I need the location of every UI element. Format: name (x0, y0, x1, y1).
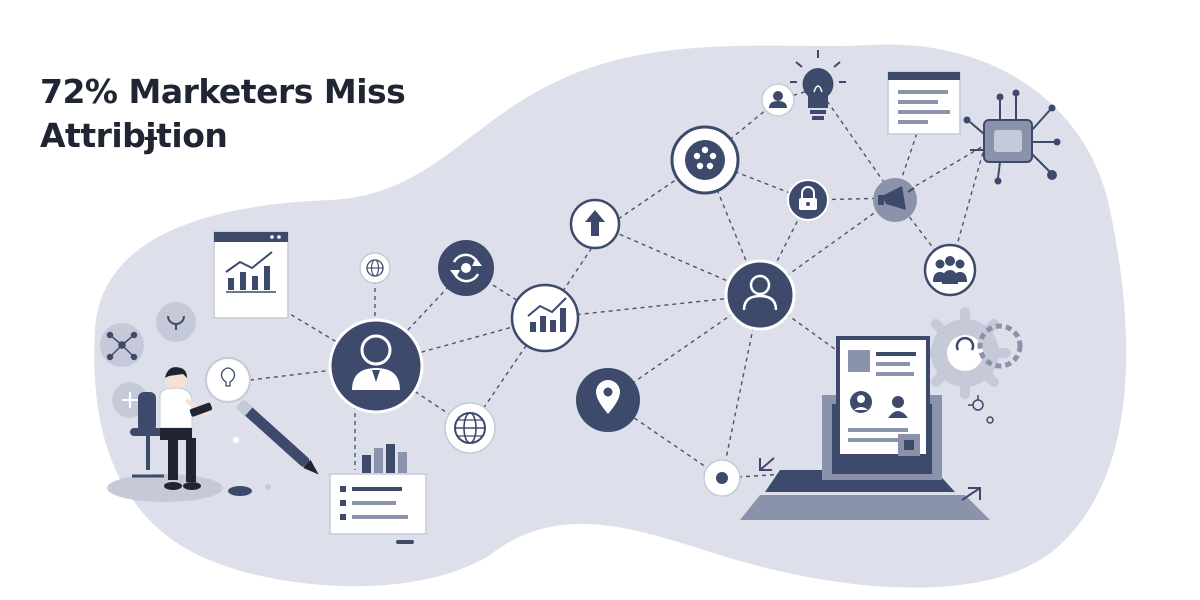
refresh-icon (438, 240, 494, 296)
lock-icon (787, 179, 829, 221)
upload-icon (569, 198, 621, 250)
megaphone-icon (873, 178, 917, 222)
headline: 72% Marketers Miss Attribɉtion (40, 70, 406, 158)
globe-icon (444, 402, 496, 454)
chart-document-icon (213, 231, 289, 319)
growth-chart-icon (510, 283, 580, 353)
lightbulb-icon (790, 50, 846, 120)
headline-line-2: Attribɉtion (40, 116, 228, 155)
user-icon (724, 259, 796, 331)
circuit-chip-icon (963, 89, 1061, 185)
location-pin-icon (576, 368, 640, 432)
person-at-desk-illustration (100, 302, 319, 502)
laptop-icon (740, 336, 990, 520)
globe-icon (359, 252, 391, 284)
list-document-icon (329, 473, 427, 544)
node-dot (703, 459, 741, 497)
headline-line-1: 72% Marketers Miss (40, 72, 406, 111)
film-reel-icon (670, 125, 740, 195)
bar-chart-icon (362, 444, 407, 473)
web-page-icon (887, 71, 961, 135)
user-profile-icon (328, 318, 424, 414)
profile-icon (761, 83, 795, 117)
gear-icon (919, 307, 1023, 424)
team-icon (923, 243, 977, 297)
